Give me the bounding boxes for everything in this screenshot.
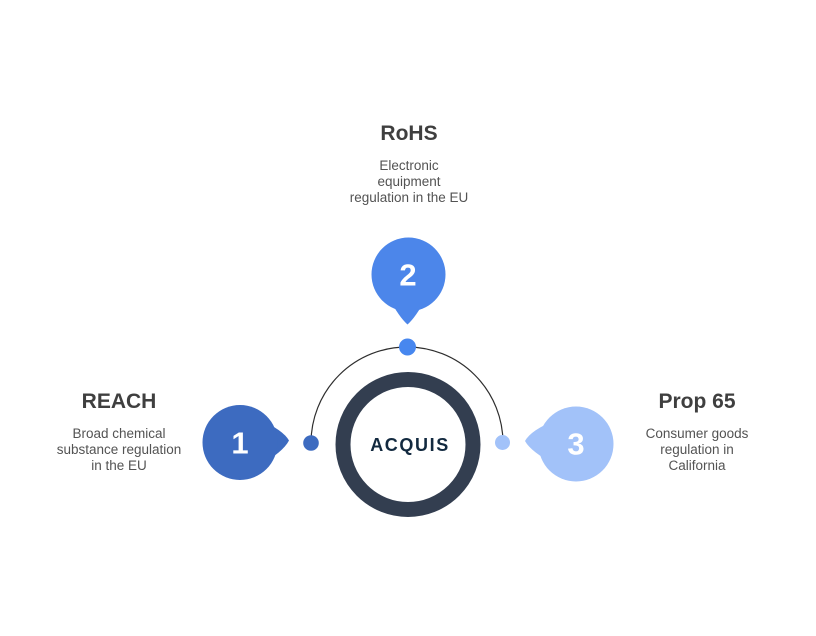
bubble-1-circle — [202, 405, 278, 480]
desc-line: substance regulation — [56, 442, 182, 457]
arc-dot-top — [399, 338, 416, 356]
bubble-1-number: 1 — [231, 425, 249, 461]
desc-line: Electronic — [379, 158, 439, 173]
label-group-prop65: Prop 65 Consumer goods regulation in Cal… — [646, 389, 749, 474]
desc-line: equipment — [377, 174, 441, 189]
prop65-description: Consumer goods regulation in California — [646, 426, 749, 474]
bubble-3-circle — [538, 406, 614, 482]
label-group-rohs: RoHS Electronic equipment regulation in … — [350, 121, 469, 206]
desc-line: Consumer goods — [645, 426, 749, 441]
desc-line: Broad chemical — [72, 426, 166, 441]
label-group-reach: REACH Broad chemical substance regulatio… — [57, 389, 182, 474]
prop65-title: Prop 65 — [658, 390, 736, 413]
acquis-logo: ACQUIS — [370, 435, 450, 455]
reach-description: Broad chemical substance regulation in t… — [57, 426, 182, 474]
desc-line: regulation in — [660, 442, 734, 457]
rohs-description: Electronic equipment regulation in the E… — [350, 158, 469, 206]
desc-line: California — [668, 458, 726, 473]
arc-dot-right — [495, 435, 510, 450]
desc-line: in the EU — [91, 458, 147, 473]
bubble-3-number: 3 — [567, 426, 585, 462]
center-ring — [335, 372, 481, 517]
bubble-2-number: 2 — [399, 257, 417, 293]
rohs-title: RoHS — [380, 122, 438, 145]
arc-dot-left — [303, 435, 319, 451]
bubble-2-circle — [371, 237, 446, 312]
desc-line: regulation in the EU — [349, 190, 469, 205]
reach-title: REACH — [81, 390, 157, 413]
